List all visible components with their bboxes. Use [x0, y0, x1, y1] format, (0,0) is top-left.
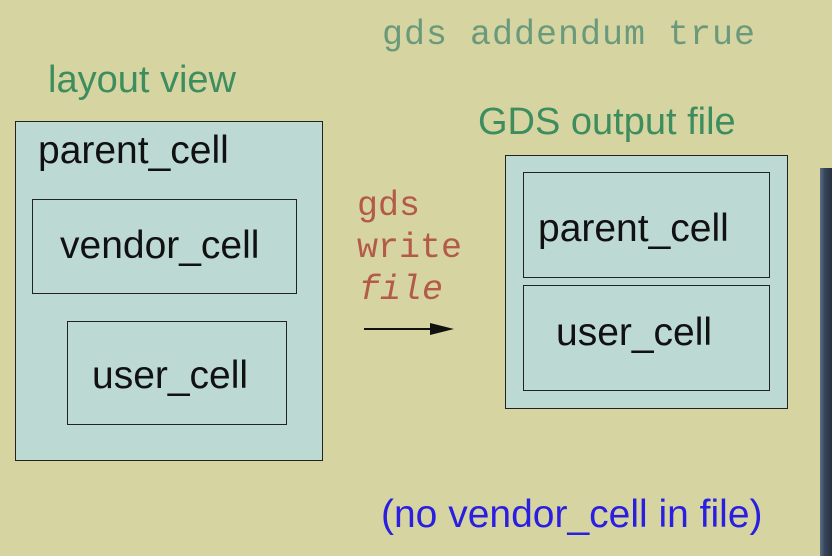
layout-user-cell-label: user_cell — [92, 354, 249, 397]
output-user-cell-box — [523, 285, 770, 391]
layout-parent-cell-label: parent_cell — [38, 129, 229, 172]
output-user-cell-label: user_cell — [556, 311, 713, 354]
window-edge — [820, 168, 832, 556]
no-vendor-cell-note: (no vendor_cell in file) — [381, 493, 763, 536]
command-title: gds addendum true — [382, 15, 757, 55]
output-parent-cell-box — [523, 172, 770, 278]
output-parent-cell-label: parent_cell — [538, 207, 729, 250]
layout-view-title: layout view — [48, 59, 236, 101]
vendor-cell-label: vendor_cell — [60, 224, 260, 267]
right-arrow-icon — [364, 323, 454, 335]
command-gds: gds — [357, 186, 421, 226]
layout-user-cell-box — [67, 321, 287, 425]
gds-output-title: GDS output file — [478, 101, 736, 143]
vendor-cell-box — [32, 199, 297, 294]
command-file: file — [359, 270, 444, 310]
command-write: write — [357, 228, 463, 268]
